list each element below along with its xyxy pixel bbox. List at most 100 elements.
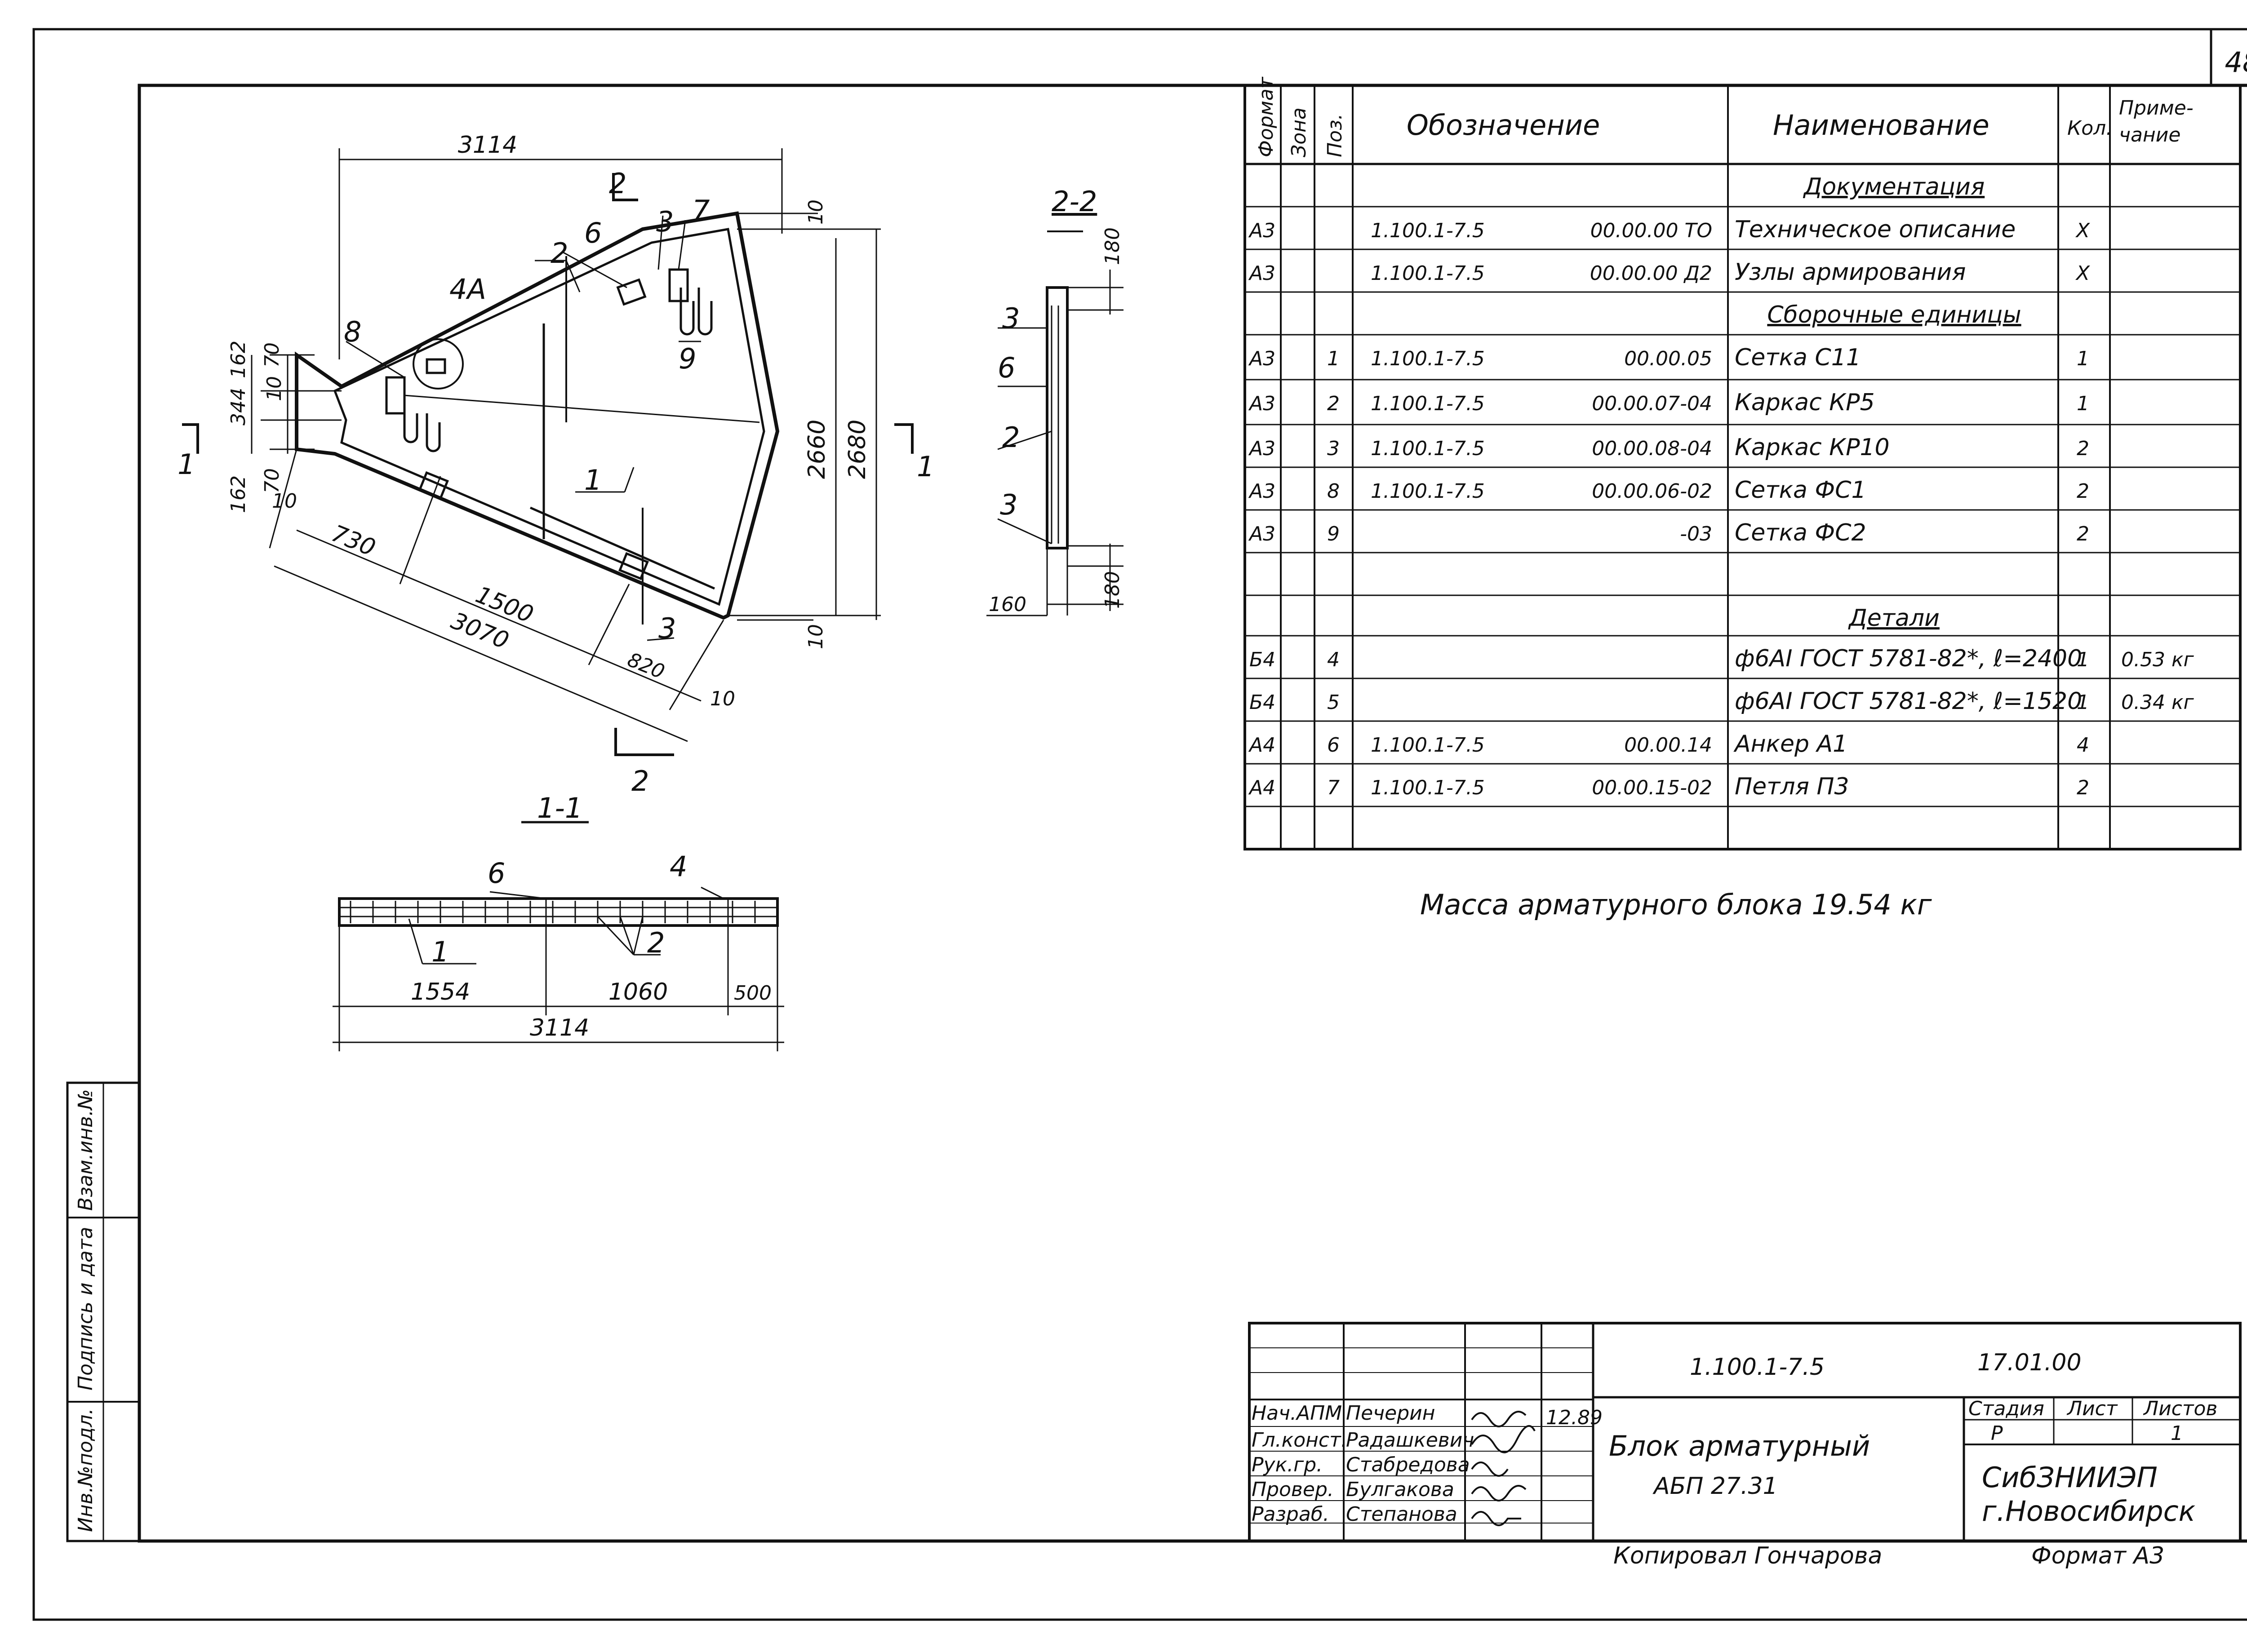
row-format: А3 [1248, 347, 1275, 370]
row-designation-2: 00.00.15-02 [1592, 776, 1712, 799]
row-qty: 1 [2077, 648, 2089, 671]
tb-role: Разраб. [1252, 1503, 1329, 1526]
row-name: Сетка ФС2 [1735, 519, 1866, 546]
tb-stage: Р [1991, 1422, 2003, 1445]
row-name: Петля П3 [1735, 773, 1849, 800]
sec11-dim-3114: 3114 [530, 1014, 589, 1041]
row-pos: 2 [1327, 392, 1340, 415]
row-designation-2: 00.00.00 Д2 [1590, 262, 1712, 285]
row-name: Сетка С11 [1735, 344, 1861, 371]
sec22-callout-2: 2 [1002, 421, 1020, 454]
tb-stage-hdr: Стадия [1968, 1397, 2044, 1420]
dim-162-bottom: 162 [227, 475, 250, 513]
tb-org-1: СибЗНИИЭП [1982, 1461, 2158, 1494]
stamp-inv-podl: Инв.№подл. [74, 1408, 97, 1532]
row-format: Б4 [1249, 648, 1275, 671]
hdr-name: Наименование [1773, 109, 1989, 142]
dim-10-right-bot: 10 [804, 624, 827, 649]
hdr-format: Формат [1255, 76, 1278, 157]
row-designation-1: 1.100.1-7.5 [1371, 734, 1485, 757]
title-block [1248, 1322, 2242, 1542]
tb-role-name: Печерин [1346, 1402, 1435, 1425]
hdr-note-1: Приме- [2119, 97, 2194, 120]
row-name: ф6АI ГОСТ 5781-82*, ℓ=2400 [1735, 645, 2082, 672]
sec11-dim-1554: 1554 [411, 979, 470, 1005]
plan-inner-contour [333, 228, 765, 606]
row-designation-2: 00.00.00 ТО [1590, 219, 1712, 242]
row-pos: 4 [1327, 648, 1340, 671]
row-pos: 1 [1327, 347, 1340, 370]
row-qty: 2 [2077, 437, 2089, 460]
tb-role: Нач.АПМ [1252, 1402, 1342, 1425]
row-designation-1: 1.100.1-7.5 [1371, 437, 1485, 460]
sec22-callout-3b: 3 [1000, 488, 1017, 521]
row-designation-2: 00.00.07-04 [1592, 392, 1712, 415]
sec11-dim-500: 500 [734, 982, 772, 1005]
row-format: А3 [1248, 523, 1275, 545]
sec11-callout-6: 6 [488, 857, 505, 890]
row-pos: 3 [1327, 437, 1340, 460]
row-name: Узлы армирования [1735, 259, 1966, 286]
callout-4a: 4А [449, 273, 486, 306]
callout-3b: 3 [658, 612, 676, 645]
sec22-dim-180-bot: 180 [1101, 571, 1124, 609]
row-note: 0.53 кг [2121, 648, 2194, 671]
row-pos: 9 [1327, 523, 1340, 545]
signatures [1471, 1411, 1536, 1526]
tb-doc-code: 1.100.1-7.5 [1690, 1354, 1825, 1381]
row-format: А3 [1248, 392, 1275, 415]
sec2-top-label: 2 [609, 167, 626, 200]
tb-role: Рук.гр. [1252, 1453, 1323, 1476]
dim-10-right-top: 10 [804, 199, 827, 225]
dim-730: 730 [328, 520, 379, 562]
tb-copied: Копировал Гончарова [1613, 1542, 1882, 1569]
inner-frame [138, 84, 2247, 1543]
dim-top-3114: 3114 [458, 132, 517, 159]
tb-role-name: Радашкевич [1346, 1429, 1474, 1452]
spec-table [1243, 84, 2242, 850]
row-pos: 8 [1327, 480, 1340, 503]
side-stamp: Инв.№подл. Подпись и дата Взам.инв.№ [66, 1081, 141, 1542]
tb-role-name: Стабредова [1346, 1453, 1470, 1476]
tb-title-2: АБП 27.31 [1652, 1473, 1778, 1500]
row-designation-2: 00.00.05 [1624, 347, 1712, 370]
row-name: Сетка ФС1 [1735, 477, 1866, 504]
row-pos: 5 [1327, 691, 1340, 714]
sec11-callout-2: 2 [647, 926, 665, 959]
row-qty: 2 [2077, 776, 2089, 799]
row-note: 0.34 кг [2121, 691, 2194, 714]
sec22-dim-180-top: 180 [1101, 227, 1124, 265]
plan-outer-contour [295, 211, 780, 620]
tb-doc-code2: 17.01.00 [1977, 1349, 2082, 1376]
row-qty: Х [2075, 262, 2090, 285]
dim-70-a: 70 [261, 342, 284, 368]
row-designation-2: 00.00.14 [1624, 734, 1712, 757]
sec1-left-label: 1 [178, 448, 195, 481]
section-2-2 [986, 230, 1124, 616]
row-qty: Х [2075, 219, 2090, 242]
stamp-sign-date: Подпись и дата [74, 1227, 97, 1391]
row-designation-2: 00.00.06-02 [1592, 480, 1712, 503]
dim-162-top: 162 [227, 341, 250, 378]
sec22-title: 2-2 [1052, 185, 1097, 218]
hdr-pos: Поз. [1323, 114, 1346, 157]
row-designation-1: 1.100.1-7.5 [1371, 347, 1485, 370]
callout-2: 2 [551, 237, 568, 270]
callout-7: 7 [692, 194, 710, 227]
tb-sheets-hdr: Листов [2143, 1397, 2217, 1420]
row-name: Анкер А1 [1733, 731, 1847, 757]
sec11-callout-4: 4 [670, 850, 687, 883]
row-pos: 7 [1327, 776, 1340, 799]
row-name: Каркас КР10 [1735, 434, 1890, 461]
row-designation-1: 1.100.1-7.5 [1371, 392, 1485, 415]
row-qty: 4 [2077, 734, 2089, 757]
sec22-dim-160: 160 [989, 593, 1026, 616]
row-qty: 1 [2077, 392, 2089, 415]
row-format: А3 [1248, 262, 1275, 285]
dim-10-corner: 10 [710, 687, 735, 710]
section-1-1 [333, 821, 784, 1051]
row-format: А3 [1248, 437, 1275, 460]
row-designation-1: 1.100.1-7.5 [1371, 219, 1485, 242]
